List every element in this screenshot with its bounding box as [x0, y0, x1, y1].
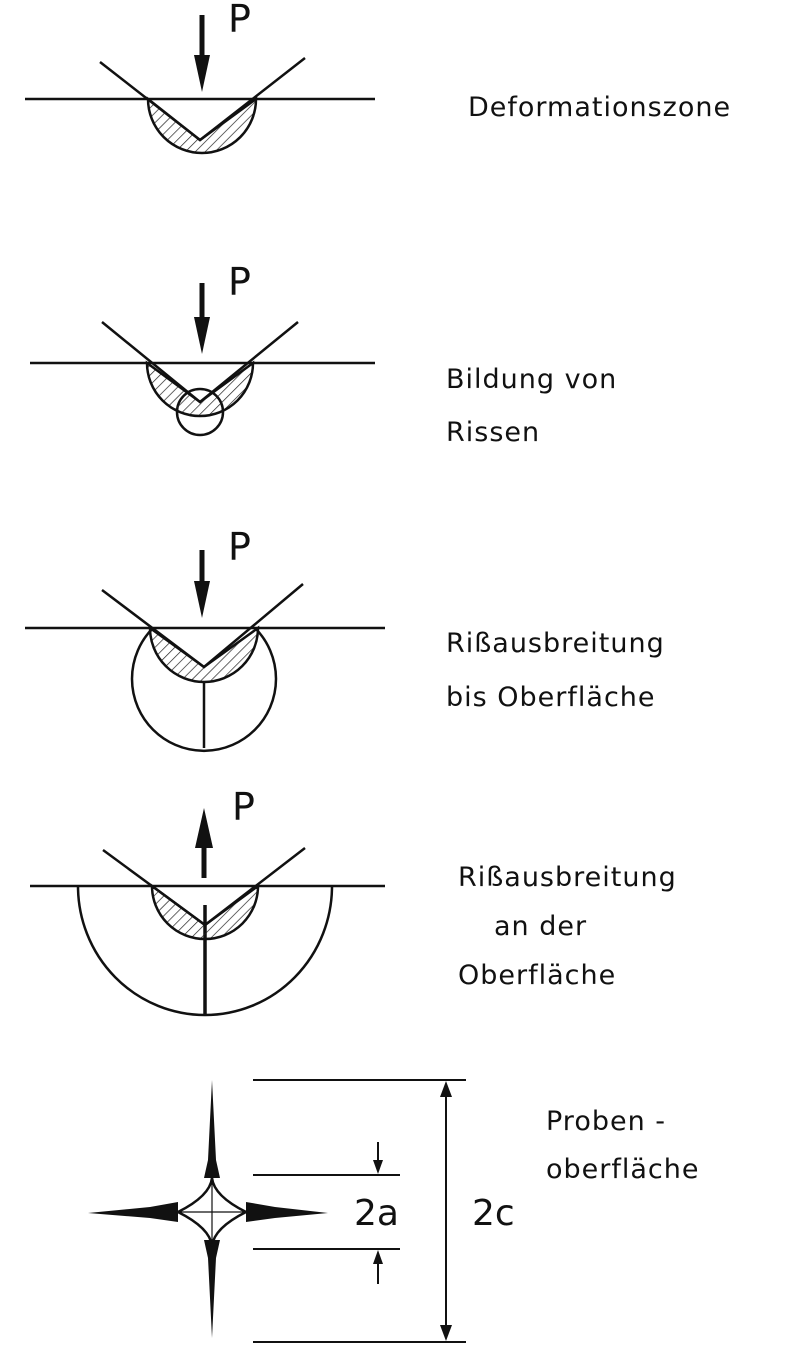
indenter-profile	[102, 847, 306, 927]
stage-1-deformation-zone: P Deformationszone	[25, 0, 731, 155]
stage-label-line: Oberfläche	[458, 960, 616, 991]
force-label: P	[228, 0, 251, 41]
downward-load-arrow-icon	[194, 283, 210, 354]
stage-label-line: Bildung von	[446, 364, 617, 395]
stage-3-crack-to-surface: P Rißausbreitung bis Oberfläche	[25, 525, 665, 753]
stage-label-line: an der	[494, 911, 587, 942]
radial-crack-right	[246, 1202, 328, 1222]
stage-label-line: Rissen	[446, 417, 540, 448]
inner-dimension-arrow-icon	[373, 1142, 383, 1284]
stage-label-line: Rißausbreitung	[458, 862, 677, 893]
radial-crack-bottom	[204, 1240, 220, 1338]
plastic-zone-hatched	[146, 96, 258, 155]
force-label: P	[228, 525, 251, 569]
plastic-zone-hatched	[148, 625, 260, 684]
plastic-zone-hatched	[150, 883, 260, 941]
plastic-zone-hatched	[145, 360, 255, 418]
stage-label-line: Rißausbreitung	[446, 628, 665, 659]
stage-4-crack-at-surface: P Rißausbreitung an der Oberfläche	[30, 785, 677, 1017]
indenter-profile	[99, 57, 306, 142]
stage-label-line: Deformationszone	[468, 92, 731, 123]
stage-2-crack-formation: P Bildung von Rissen	[30, 260, 617, 448]
radial-crack-top	[204, 1080, 220, 1178]
stage-label-line: bis Oberfläche	[446, 682, 656, 713]
upward-unload-arrow-icon	[195, 808, 213, 878]
downward-load-arrow-icon	[194, 15, 210, 92]
downward-load-arrow-icon	[194, 550, 210, 618]
inner-dimension-label: 2a	[354, 1193, 399, 1234]
force-label: P	[228, 260, 251, 304]
outer-dimension-label: 2c	[472, 1193, 515, 1234]
surface-view-crack-pattern: 2a 2c Proben - oberfläche	[88, 1079, 700, 1343]
median-crack-front	[130, 627, 278, 753]
indenter-profile	[101, 583, 304, 669]
radial-crack-left	[88, 1202, 178, 1222]
indenter-profile	[101, 321, 299, 404]
surface-view-label-line: oberfläche	[546, 1154, 700, 1185]
force-label: P	[232, 785, 255, 829]
surface-view-label-line: Proben -	[546, 1106, 666, 1137]
outer-dimension-arrow-icon	[440, 1081, 452, 1341]
